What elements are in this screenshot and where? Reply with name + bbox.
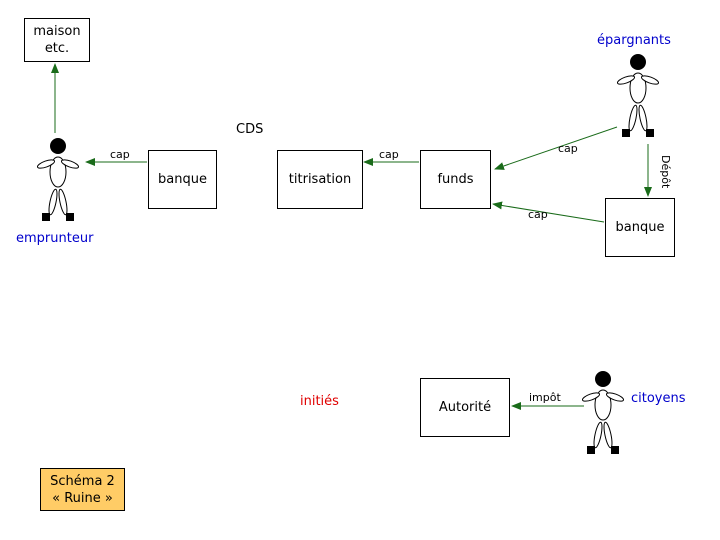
maison-box: maison etc.	[24, 18, 90, 62]
banque-left-box: banque	[148, 150, 217, 209]
funds-box: funds	[420, 150, 491, 209]
citoyens-label: citoyens	[631, 391, 686, 406]
emprunteur-label: emprunteur	[16, 231, 94, 246]
maison-line1: maison	[33, 24, 81, 39]
titrisation-box: titrisation	[277, 150, 363, 209]
epargnants-label: épargnants	[597, 33, 671, 48]
flow-label-cap-titrisation: cap	[379, 148, 399, 161]
flow-label-impot: impôt	[529, 391, 561, 404]
flow-label-cap-banque: cap	[528, 208, 548, 221]
arrow-epargnants-funds	[494, 126, 618, 170]
flow-label-depot: Dépôt	[659, 155, 672, 189]
autorite-box: Autorité	[420, 378, 510, 437]
emprunteur-figure	[36, 138, 80, 221]
arrow-banque-funds	[492, 201, 605, 223]
citoyens-figure	[581, 371, 625, 454]
banque-right-box: banque	[605, 198, 675, 257]
legend-line1: Schéma 2	[50, 473, 115, 489]
legend-line2: « Ruine »	[52, 490, 113, 506]
inities-label: initiés	[300, 394, 339, 409]
epargnants-figure	[616, 54, 660, 137]
flow-label-cap-epargnants: cap	[558, 142, 578, 155]
flow-label-cap-emprunteur: cap	[110, 148, 130, 161]
legend-box: Schéma 2 « Ruine »	[40, 468, 125, 511]
maison-line2: etc.	[44, 41, 70, 56]
cds-label: CDS	[236, 122, 264, 137]
